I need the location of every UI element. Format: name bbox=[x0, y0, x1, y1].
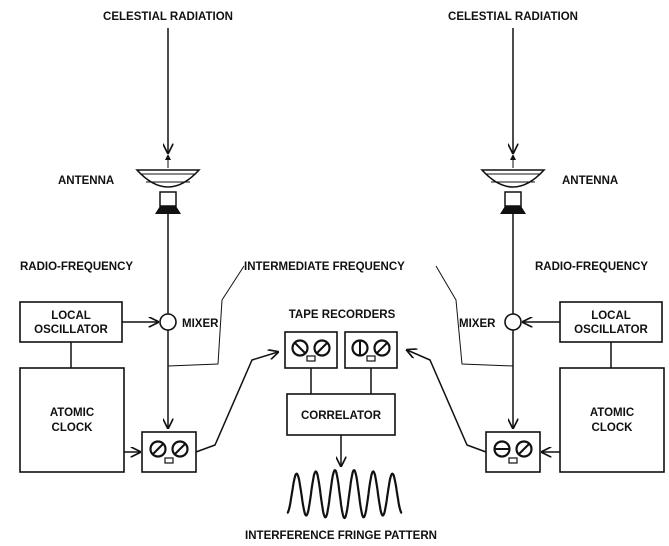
tape-recorder-right-icon bbox=[485, 431, 541, 473]
if-pointer-right bbox=[435, 265, 514, 367]
tape-transport-arrow-right bbox=[407, 350, 487, 453]
radio-frequency-right-label: RADIO-FREQUENCY bbox=[535, 261, 648, 273]
antenna-right-icon bbox=[480, 154, 546, 214]
antenna-right-label: ANTENNA bbox=[562, 175, 618, 187]
local-oscillator-left-box bbox=[19, 301, 123, 343]
correlator-label: CORRELATOR bbox=[301, 410, 382, 422]
local-oscillator-right-box bbox=[559, 301, 663, 343]
if-pointer-left bbox=[167, 265, 245, 367]
mixer-left bbox=[159, 313, 177, 331]
tape-transport-arrow-left bbox=[195, 352, 278, 453]
interference-fringe-pattern-label: INTERFERENCE FRINGE PATTERN bbox=[245, 530, 437, 542]
tape-recorder-center-right-icon bbox=[344, 331, 398, 369]
mixer-right-label: MIXER bbox=[459, 318, 496, 330]
tape-recorder-center-left-icon bbox=[284, 331, 338, 369]
atomic-clock-right-box bbox=[559, 367, 665, 473]
atomic-clock-left-box bbox=[19, 367, 125, 473]
correlator-box bbox=[286, 393, 396, 436]
tape-recorder-left-icon bbox=[141, 431, 197, 473]
celestial-radiation-left-label: CELESTIAL RADIATION bbox=[103, 11, 233, 23]
antenna-left-icon bbox=[135, 154, 201, 214]
atomic-clock-right-label-line2: CLOCK bbox=[592, 422, 634, 434]
mixer-right bbox=[504, 313, 522, 331]
atomic-clock-left-label-line2: CLOCK bbox=[52, 422, 94, 434]
celestial-radiation-right-label: CELESTIAL RADIATION bbox=[448, 11, 578, 23]
antenna-left-label: ANTENNA bbox=[58, 175, 114, 187]
tape-recorders-label: TAPE RECORDERS bbox=[289, 309, 396, 321]
atomic-clock-right-label-line1: ATOMIC bbox=[590, 407, 634, 419]
intermediate-frequency-label: INTERMEDIATE FREQUENCY bbox=[244, 261, 405, 273]
mixer-left-label: MIXER bbox=[182, 318, 219, 330]
radio-frequency-left-label: RADIO-FREQUENCY bbox=[20, 261, 133, 273]
local-oscillator-left-label-line1: LOCAL bbox=[51, 310, 91, 322]
local-oscillator-right-label-line1: LOCAL bbox=[591, 310, 631, 322]
local-oscillator-left-label-line2: OSCILLATOR bbox=[34, 324, 108, 336]
local-oscillator-right-label-line2: OSCILLATOR bbox=[574, 324, 648, 336]
interference-fringe-waveform bbox=[286, 468, 403, 520]
atomic-clock-left-label-line1: ATOMIC bbox=[50, 407, 94, 419]
